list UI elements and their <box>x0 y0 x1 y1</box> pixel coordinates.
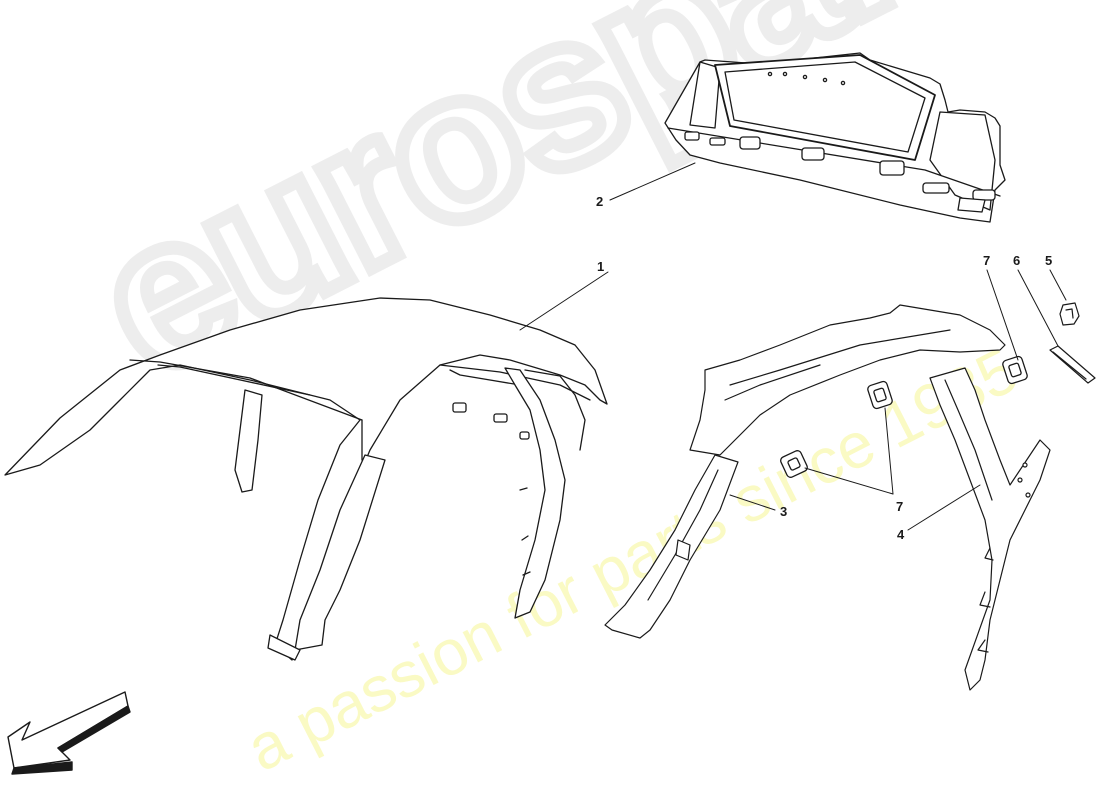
callout-7-top[interactable]: 7 <box>983 253 991 268</box>
part-2-rear-frame[interactable] <box>664 52 1006 223</box>
part-6-plate[interactable] <box>1049 345 1096 384</box>
callout-4[interactable]: 4 <box>897 527 905 542</box>
part-7-grommets[interactable] <box>779 355 1028 478</box>
callout-6[interactable]: 6 <box>1013 253 1021 268</box>
callout-1[interactable]: 1 <box>597 259 605 274</box>
part-5-clip[interactable] <box>1059 302 1080 326</box>
arrow-down-left-icon <box>7 691 131 775</box>
part-4-b-pillar[interactable] <box>929 367 1051 691</box>
leader-lines <box>519 162 1067 531</box>
callout-3[interactable]: 3 <box>780 504 788 519</box>
part-1-roof[interactable] <box>4 297 608 661</box>
callout-7-bottom[interactable]: 7 <box>896 499 904 514</box>
callout-5[interactable]: 5 <box>1045 253 1053 268</box>
part-3-roof-rail[interactable] <box>604 304 1006 639</box>
callout-2[interactable]: 2 <box>596 194 604 209</box>
